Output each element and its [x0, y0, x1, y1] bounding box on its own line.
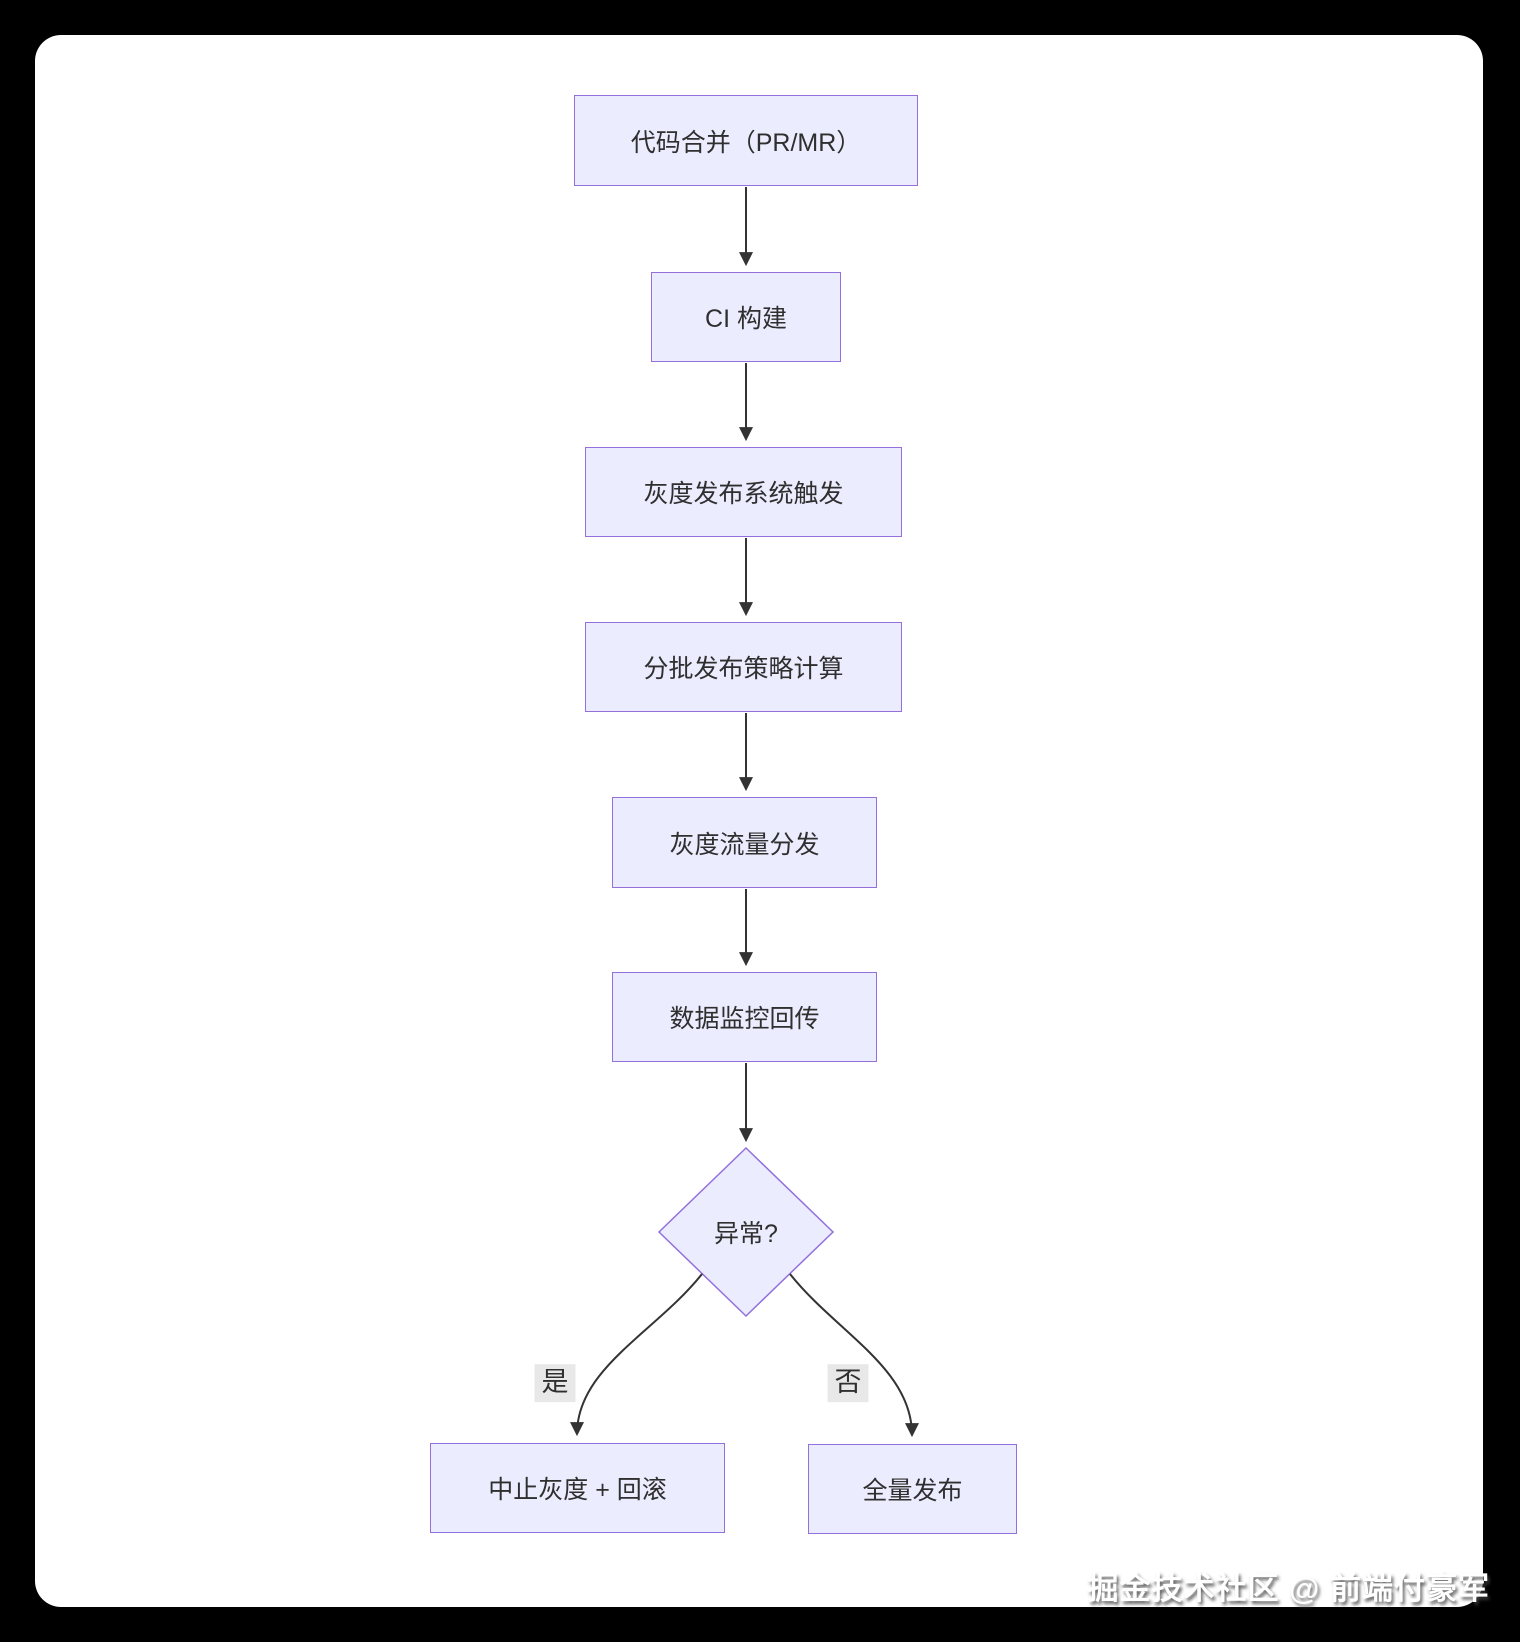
node-abort-rollback: 中止灰度 + 回滚 — [430, 1443, 725, 1533]
node-gray-release-trigger: 灰度发布系统触发 — [585, 447, 902, 537]
node-decision-abnormal: 异常? — [714, 1220, 778, 1248]
node-full-release: 全量发布 — [808, 1444, 1017, 1534]
edge-label-yes: 是 — [534, 1364, 576, 1402]
watermark: 掘金技术社区 @ 前端付豪军 — [1087, 1571, 1490, 1606]
node-code-merge: 代码合并（PR/MR） — [574, 95, 918, 186]
node-data-monitor: 数据监控回传 — [612, 972, 877, 1062]
node-gray-traffic: 灰度流量分发 — [612, 797, 877, 888]
edge-label-no: 否 — [827, 1364, 869, 1402]
node-batch-strategy: 分批发布策略计算 — [585, 622, 902, 712]
node-ci-build: CI 构建 — [651, 272, 841, 362]
